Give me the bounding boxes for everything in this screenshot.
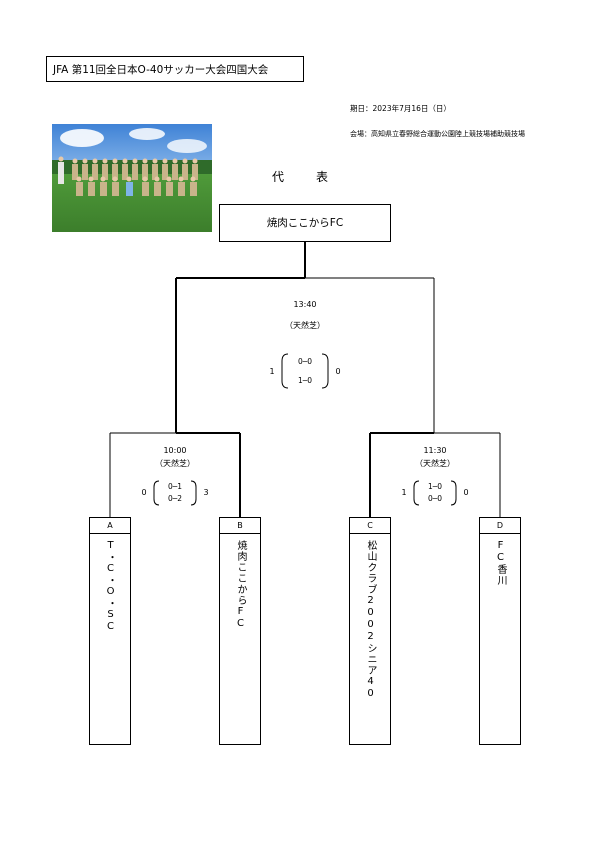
semi-left-right-total: 3 [203,488,209,497]
tournament-title: JFA 第11回全日本O-40サッカー大会四国大会 [46,56,304,82]
team-slot-letter: D [480,518,520,534]
team-name: 焼肉ここからFC [235,540,246,630]
team-slot-letter: C [350,518,390,534]
event-date: 期日：2023年7月16日（日） [350,104,451,113]
team-name: FC香川 [495,540,506,586]
representative-label: 代 表 [271,170,338,184]
team-box-c: C 松山クラブ2002シニア40 [349,517,391,745]
winner-box: 焼肉ここからFC [219,204,391,242]
final-half2-score: 1─0 [297,376,313,385]
semi-right-surface: （天然芝） [415,459,455,468]
semi-right-time: 11:30 [423,446,447,455]
team-slot-letter: A [90,518,130,534]
team-box-a: A T・C・O・SC [89,517,131,745]
team-name: T・C・O・SC [105,540,116,633]
final-time: 13:40 [293,300,317,309]
event-venue: 会場：高知県立春野総合運動公園陸上競技場補助競技場 [350,130,525,138]
team-slot-letter: B [220,518,260,534]
semi-right-half1-score: 1─0 [427,482,443,491]
team-photo [52,124,212,232]
semi-left-surface: （天然芝） [155,459,195,468]
final-right-total: 0 [335,367,341,376]
semi-right-half2-score: 0─0 [427,494,443,503]
team-box-d: D FC香川 [479,517,521,745]
final-half1-score: 0─0 [297,357,313,366]
team-box-b: B 焼肉ここからFC [219,517,261,745]
final-surface: （天然芝） [285,321,325,330]
semi-left-half1-score: 0─1 [167,482,183,491]
semi-left-time: 10:00 [163,446,187,455]
semi-right-right-total: 0 [463,488,469,497]
final-left-total: 1 [269,367,275,376]
semi-left-left-total: 0 [141,488,147,497]
team-name: 松山クラブ2002シニア40 [365,540,376,700]
semi-left-half2-score: 0─2 [167,494,183,503]
semi-right-left-total: 1 [401,488,407,497]
